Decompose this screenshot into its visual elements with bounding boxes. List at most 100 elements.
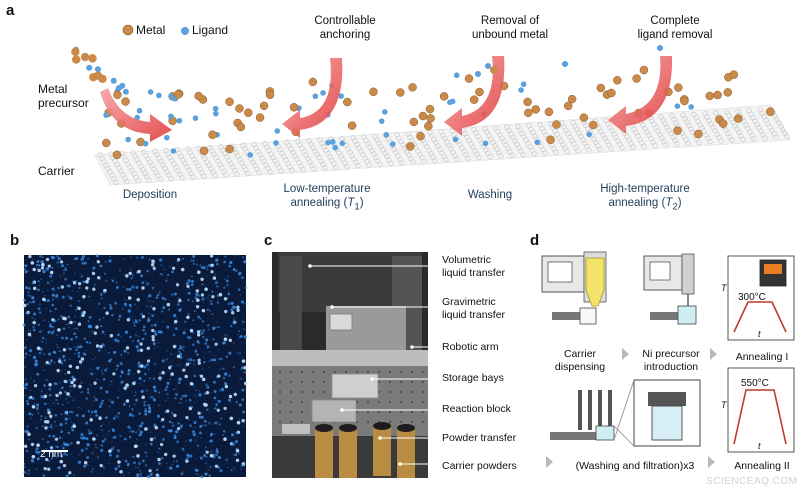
canister-cap [373, 422, 391, 430]
atom-spot [119, 362, 123, 365]
atom-spot [34, 318, 37, 320]
atom-spot [97, 456, 100, 459]
atom-spot [47, 264, 51, 268]
atom-spot [241, 388, 245, 392]
lattice-node [377, 161, 383, 167]
atom-spot [80, 433, 84, 437]
atom-spot [61, 295, 65, 299]
atom-spot [175, 393, 178, 396]
atom-spot [146, 305, 149, 308]
atom-spot [64, 411, 68, 415]
atom-spot [39, 254, 42, 258]
leader-dot [370, 377, 374, 381]
atom-spot [89, 371, 91, 374]
atom-spot [108, 453, 112, 457]
atom-spot [228, 338, 233, 343]
atom-spot [75, 308, 78, 311]
atom-spot [60, 350, 62, 353]
lattice-node [762, 135, 768, 141]
atom-spot [28, 354, 31, 357]
metal-atom [289, 103, 299, 112]
atom-spot [184, 365, 187, 368]
atom-spot [56, 286, 60, 289]
atom-spot [212, 423, 214, 426]
atom-spot [195, 263, 198, 266]
atom-spot [86, 456, 90, 460]
stage-subscript: 2 [672, 201, 678, 213]
metal-atom [567, 94, 577, 104]
atom-spot [108, 449, 112, 453]
atom-spot [184, 320, 187, 323]
atom-spot [164, 388, 168, 391]
atom-spot [188, 336, 192, 339]
atom-spot [131, 285, 135, 289]
atom-spot [96, 275, 101, 280]
atom-spot [66, 392, 70, 396]
atom-spot [153, 389, 157, 393]
atom-spot [41, 256, 44, 259]
atom-spot [183, 449, 185, 452]
atom-spot [205, 455, 208, 458]
atom-spot [207, 324, 210, 327]
atom-spot [78, 460, 82, 464]
label-line: liquid transfer [442, 267, 506, 279]
atom-spot [71, 453, 73, 455]
metal-atom [713, 90, 722, 100]
atom-spot [236, 308, 240, 313]
atom-spot [244, 302, 247, 305]
atom-spot [52, 455, 55, 458]
atom-spot [189, 454, 193, 458]
atom-spot [41, 336, 45, 340]
atom-spot [80, 311, 82, 313]
atom-spot [23, 303, 27, 308]
atom-spot [27, 469, 31, 472]
atom-spot [120, 336, 122, 338]
metal-precursor-label: Metal precursor [38, 82, 89, 110]
temperature-label-550: 550°C [741, 378, 769, 389]
deck-hole [278, 400, 282, 404]
atom-spot [108, 430, 111, 433]
atom-spot [121, 307, 124, 310]
atom-spot [186, 453, 190, 457]
atom-spot [205, 391, 210, 395]
lattice-node [234, 171, 240, 177]
atom-spot [157, 451, 160, 454]
atom-spot [133, 373, 135, 375]
atom-spot [161, 440, 164, 442]
atom-spot [176, 440, 179, 444]
atom-spot [65, 398, 68, 400]
atom-spot [171, 266, 176, 270]
atom-spot [217, 466, 221, 469]
atom-spot [216, 294, 220, 297]
atom-spot [44, 416, 47, 419]
atom-spot [89, 325, 93, 329]
ligand-molecule [378, 118, 385, 124]
atom-spot [138, 433, 142, 437]
atom-spot [196, 268, 198, 270]
atom-spot [47, 330, 51, 334]
atom-spot [171, 360, 173, 363]
atom-spot [123, 474, 125, 476]
atom-spot [198, 342, 201, 345]
atom-spot [42, 397, 45, 400]
storage-bay [331, 373, 379, 399]
atom-spot [147, 404, 151, 407]
atom-spot [171, 463, 174, 466]
atom-spot [196, 340, 200, 344]
atom-spot [87, 320, 90, 323]
atom-spot [23, 347, 26, 350]
atom-spot [220, 357, 223, 361]
panel-c-letter: c [264, 232, 273, 249]
step-annealing-2: Annealing II [734, 460, 790, 472]
atom-spot [137, 269, 141, 274]
atom-spot [68, 326, 70, 329]
atom-spot [49, 274, 53, 278]
atom-spot [210, 263, 214, 268]
lattice-node [553, 149, 559, 155]
atom-spot [202, 329, 205, 332]
metal-atom [255, 113, 265, 122]
atom-spot [80, 357, 85, 361]
atom-spot [62, 446, 65, 450]
atom-spot [188, 362, 191, 365]
atom-spot [190, 283, 194, 286]
